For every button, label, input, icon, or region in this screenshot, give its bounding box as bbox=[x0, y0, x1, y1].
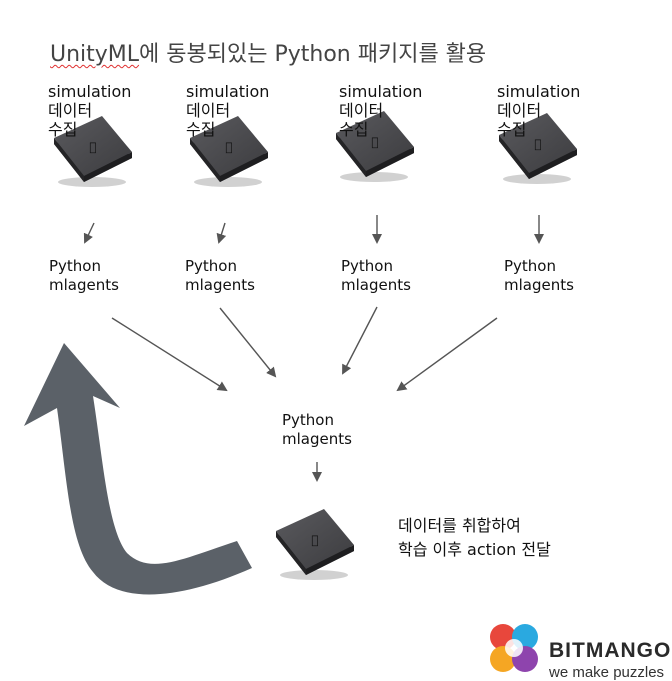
worker-label-1: simulation 데이터 수집 bbox=[48, 82, 132, 139]
stage-label-2: Python mlagents bbox=[185, 257, 255, 294]
title-rest: 에 동봉되있는 Python 패키지를 활용 bbox=[139, 42, 487, 67]
worker-label-2: simulation 데이터 수집 bbox=[186, 82, 270, 139]
title-unityml: UnityML bbox=[50, 42, 140, 67]
trainer-label: 데이터를 취합하여 학습 이후 action 전달 bbox=[398, 516, 551, 559]
arrow-merge-2 bbox=[219, 307, 277, 378]
page-title: UnityML에 동봉되있는 Python 패키지를 활용 bbox=[50, 36, 486, 68]
bitmango-logo-icon bbox=[490, 624, 538, 672]
stage-label-1: Python mlagents bbox=[49, 257, 119, 294]
arrow-merge-1 bbox=[111, 317, 228, 392]
arrow-merge-4 bbox=[396, 317, 498, 392]
trainer-device-icon bbox=[276, 509, 354, 580]
logo-name: BITMANGO bbox=[549, 639, 672, 662]
bitmango-logo: BITMANGO we make puzzles bbox=[549, 640, 671, 681]
arrow-worker-1 bbox=[83, 222, 95, 244]
stage-label-3: Python mlagents bbox=[341, 257, 411, 294]
worker-label-3: simulation 데이터 수집 bbox=[339, 82, 423, 139]
stage-label-4: Python mlagents bbox=[504, 257, 574, 294]
arrow-merge-3 bbox=[342, 306, 378, 375]
aggregator-label: Python mlagents bbox=[282, 411, 352, 448]
logo-tagline: we make puzzles bbox=[549, 664, 665, 681]
feedback-arrow bbox=[24, 343, 252, 595]
arrow-worker-2 bbox=[216, 222, 227, 244]
worker-label-4: simulation 데이터 수집 bbox=[497, 82, 581, 139]
